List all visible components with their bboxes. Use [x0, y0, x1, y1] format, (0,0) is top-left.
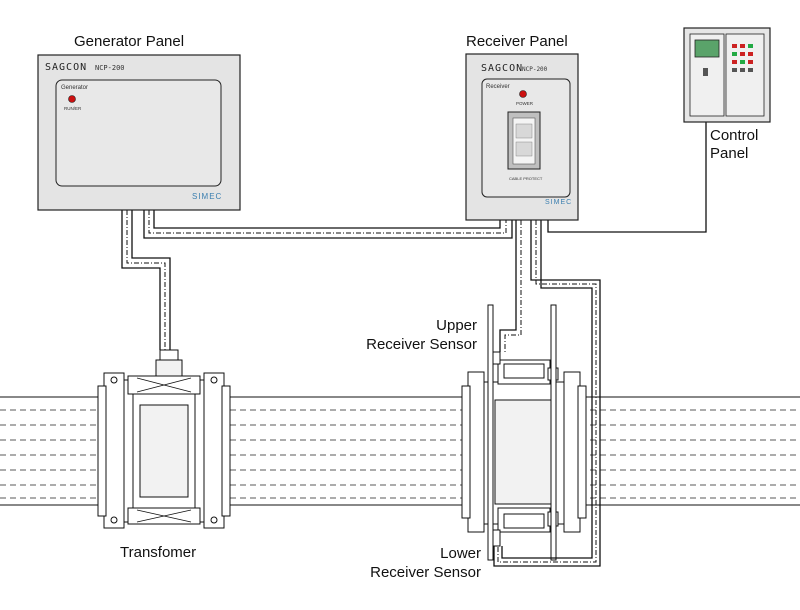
- generator-panel-label: Generator Panel: [74, 33, 184, 50]
- upper-sensor-label-line2: Receiver Sensor: [366, 336, 477, 353]
- upper-sensor-label-line1: Upper: [436, 317, 477, 334]
- generator-maker: SIMEC: [192, 192, 222, 201]
- transformer-label: Transfomer: [120, 544, 196, 561]
- lower-sensor-label-line2: Receiver Sensor: [370, 564, 481, 581]
- upper-receiver-sensor: [489, 351, 559, 385]
- generator-model: NCP-200: [95, 64, 125, 72]
- receiver-indicator-label: POWER: [516, 101, 534, 106]
- transformer-assembly: [97, 349, 231, 529]
- control-panel-switch: [703, 68, 708, 76]
- receiver-panel: SAGCON NCP-200 Receiver POWER CABLE PROT…: [465, 53, 579, 221]
- control-panel-screen: [694, 39, 720, 58]
- receiver-indicator-light: [519, 90, 527, 98]
- generator-indicator-label: RUN/ER: [64, 106, 82, 111]
- generator-inner-title: Generator: [61, 85, 88, 91]
- receiver-maker: SIMEC: [545, 199, 572, 206]
- receiver-sensor-assembly: [461, 304, 587, 561]
- control-panel-label-line1: Control: [710, 127, 758, 144]
- lower-sensor-label-line1: Lower: [440, 545, 481, 562]
- cables: [121, 122, 707, 567]
- generator-panel: SAGCON NCP-200 Generator RUN/ER SIMEC: [37, 54, 241, 211]
- control-panel: [683, 27, 771, 123]
- receiver-model: NCP-200: [522, 66, 548, 73]
- lower-receiver-sensor: [489, 507, 559, 547]
- receiver-display-caption: CABLE PROTECT: [509, 176, 543, 181]
- receiver-inner-title: Receiver: [486, 84, 510, 90]
- generator-indicator-light: [68, 95, 76, 103]
- generator-brand: SAGCON: [45, 62, 87, 73]
- receiver-brand: SAGCON: [481, 63, 523, 74]
- control-panel-buttons: [732, 44, 753, 72]
- receiver-panel-label: Receiver Panel: [466, 33, 568, 50]
- control-panel-label-line2: Panel: [710, 145, 748, 162]
